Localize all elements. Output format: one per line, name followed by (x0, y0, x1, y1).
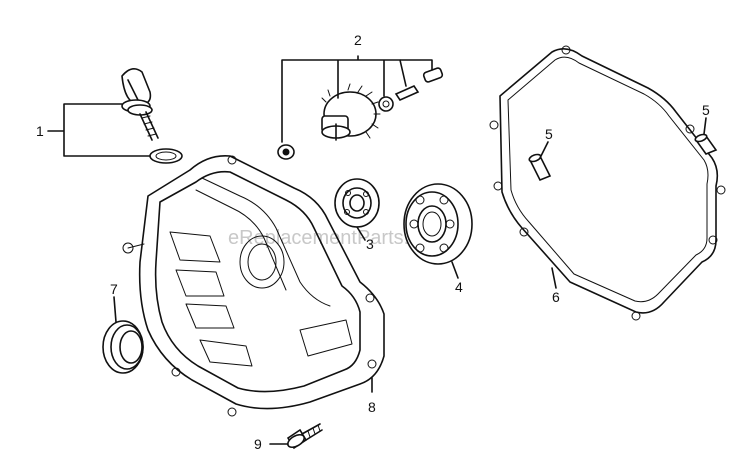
callout-9: 9 (254, 436, 262, 452)
dowel-pin-right (694, 133, 718, 155)
callout-5-right: 5 (702, 102, 710, 118)
case-cover-gasket (489, 45, 726, 321)
flange-bolt (286, 423, 323, 450)
governor-clip (422, 67, 444, 83)
governor-washer-left (277, 144, 295, 160)
callout-2: 2 (354, 32, 362, 48)
governor-washer-right (378, 96, 394, 112)
callout-4: 4 (455, 279, 463, 295)
callout-7: 7 (110, 281, 118, 297)
callout-5-center: 5 (545, 126, 553, 142)
oil-filler-o-ring (149, 148, 183, 164)
governor-gear-assembly (321, 83, 381, 141)
oil-seal (102, 320, 144, 374)
callout-3: 3 (366, 236, 374, 252)
oil-filler-cap (121, 68, 159, 141)
callout-6: 6 (552, 289, 560, 305)
small-bearing (334, 178, 380, 228)
governor-pin (394, 84, 420, 102)
large-bearing (403, 183, 473, 265)
callout-1: 1 (36, 123, 44, 139)
callout-labels: 1 2 3 4 5 5 6 7 8 9 (36, 32, 710, 452)
callout-8: 8 (368, 399, 376, 415)
dowel-pin-center (528, 153, 552, 182)
leader-lines (47, 55, 707, 445)
